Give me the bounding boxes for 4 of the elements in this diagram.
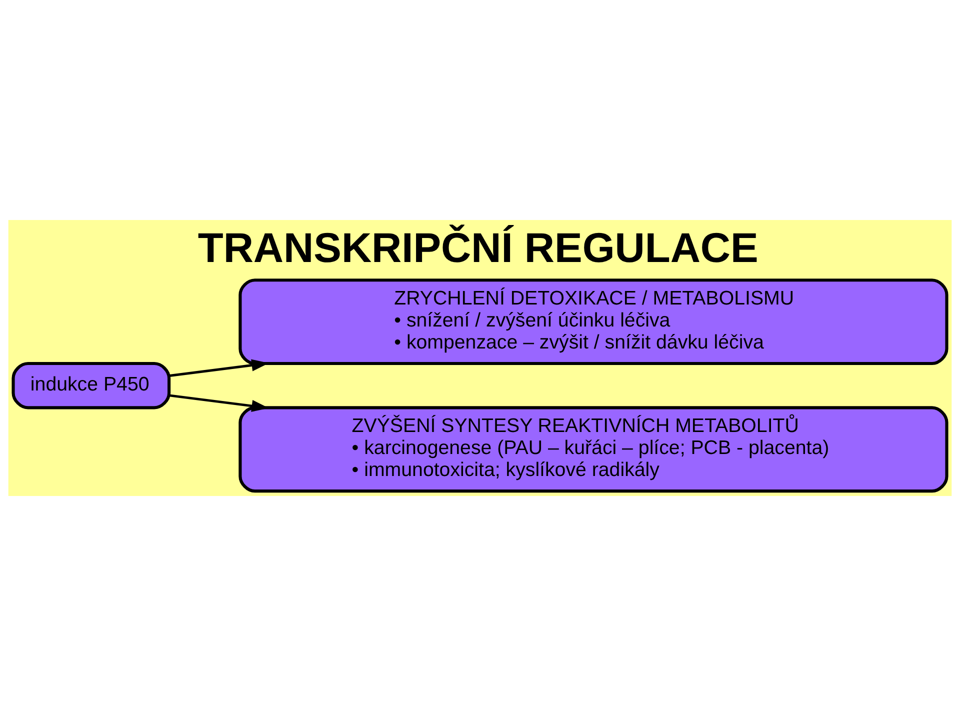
node-box: indukce P450: [12, 362, 171, 410]
diagram-title: TRANSKRIPČNÍ REGULACE: [198, 224, 758, 271]
node-box: ZRYCHLENÍ DETOXIKACE / METABOLISMU • snížení / zvýšení účinku léčiva • kompenzace – zvýšit / snížit dávku léčiva: [238, 278, 948, 366]
node-box: ZVÝŠENÍ SYNTESY REAKTIVNÍCH METABOLITŮ • karcinogenese (PAU – kuřáci – plíce; PCB - placenta) • immunotoxicita; kyslíkové radikály: [238, 406, 948, 493]
